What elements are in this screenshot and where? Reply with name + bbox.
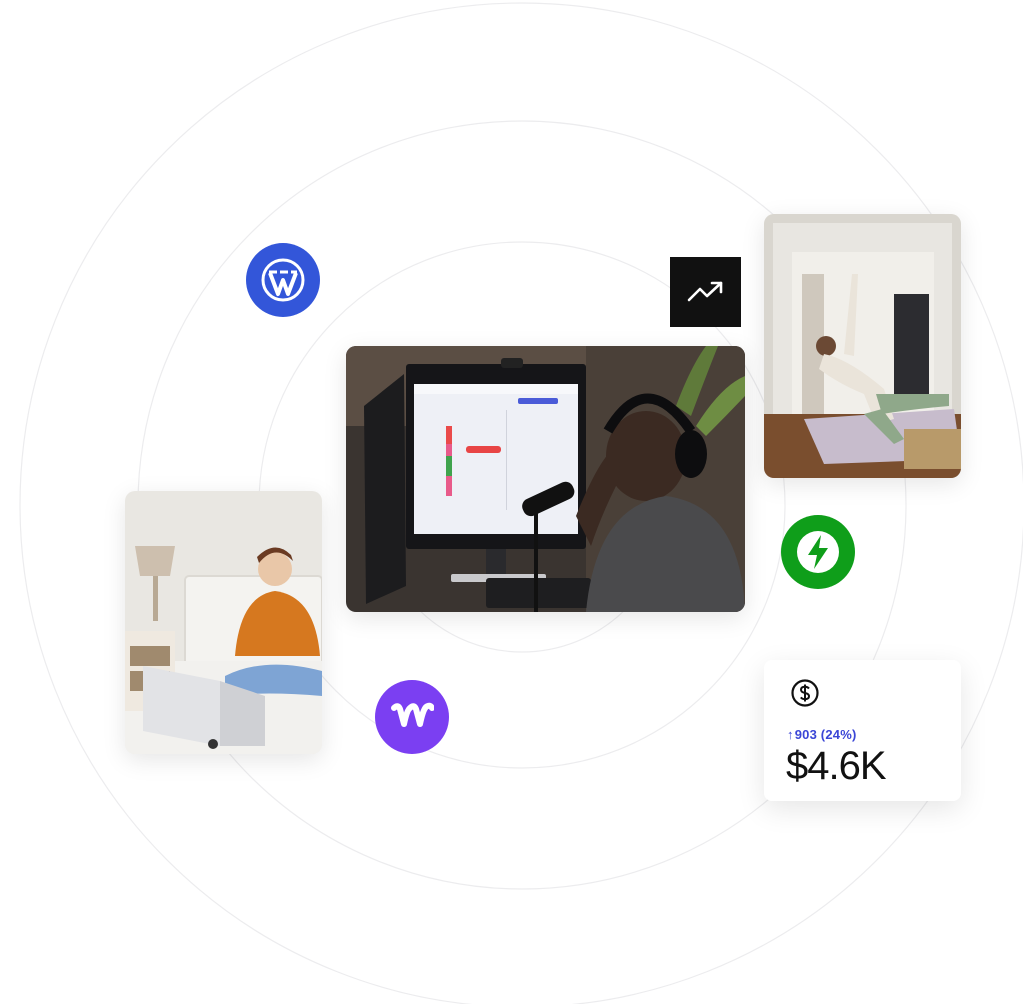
- podcaster-at-monitor-photo: [346, 346, 745, 612]
- dollar-circle-icon: [791, 679, 819, 707]
- trend-tile: [670, 257, 741, 327]
- webflow-badge: [375, 680, 449, 754]
- wordpress-badge: [246, 243, 320, 317]
- woman-with-laptop-on-bed-photo: [125, 491, 322, 754]
- webflow-w-logo-icon: [391, 702, 434, 727]
- change-indicator: ↑903 (24%): [787, 727, 856, 742]
- change-value: 903 (24%): [794, 727, 857, 742]
- revenue-amount: $4.6K: [786, 744, 887, 788]
- lightning-bolt-icon: [797, 531, 839, 573]
- revenue-stat-card: ↑903 (24%) $4.6K: [764, 660, 961, 801]
- bolt-badge: [781, 515, 855, 589]
- arrow-up-icon: ↑: [787, 727, 794, 742]
- wordpress-logo-icon: [261, 258, 305, 302]
- yoga-pose-photo: [764, 214, 961, 478]
- trending-up-icon: [687, 281, 722, 302]
